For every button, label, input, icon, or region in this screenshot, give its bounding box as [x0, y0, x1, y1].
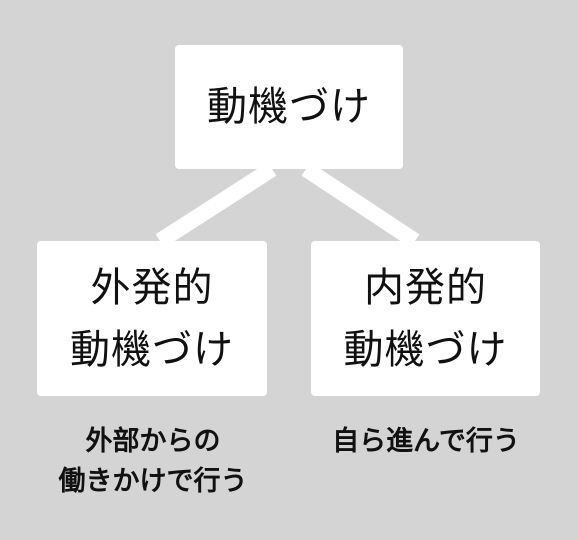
intrinsic-motivation-label: 内発的 動機づけ — [343, 264, 508, 373]
connector-root-to-extrinsic — [155, 162, 277, 248]
root-node: 動機づけ — [175, 45, 403, 169]
extrinsic-motivation-node: 外発的 動機づけ — [37, 241, 267, 396]
connector-root-to-intrinsic — [301, 162, 420, 248]
root-node-label: 動機づけ — [207, 84, 371, 130]
intrinsic-motivation-node: 内発的 動機づけ — [311, 241, 540, 396]
extrinsic-motivation-label: 外発的 動機づけ — [70, 264, 234, 373]
intrinsic-motivation-caption: 自ら進んで行う — [332, 426, 520, 457]
extrinsic-motivation-caption: 外部からの 働きかけで行う — [58, 426, 248, 497]
